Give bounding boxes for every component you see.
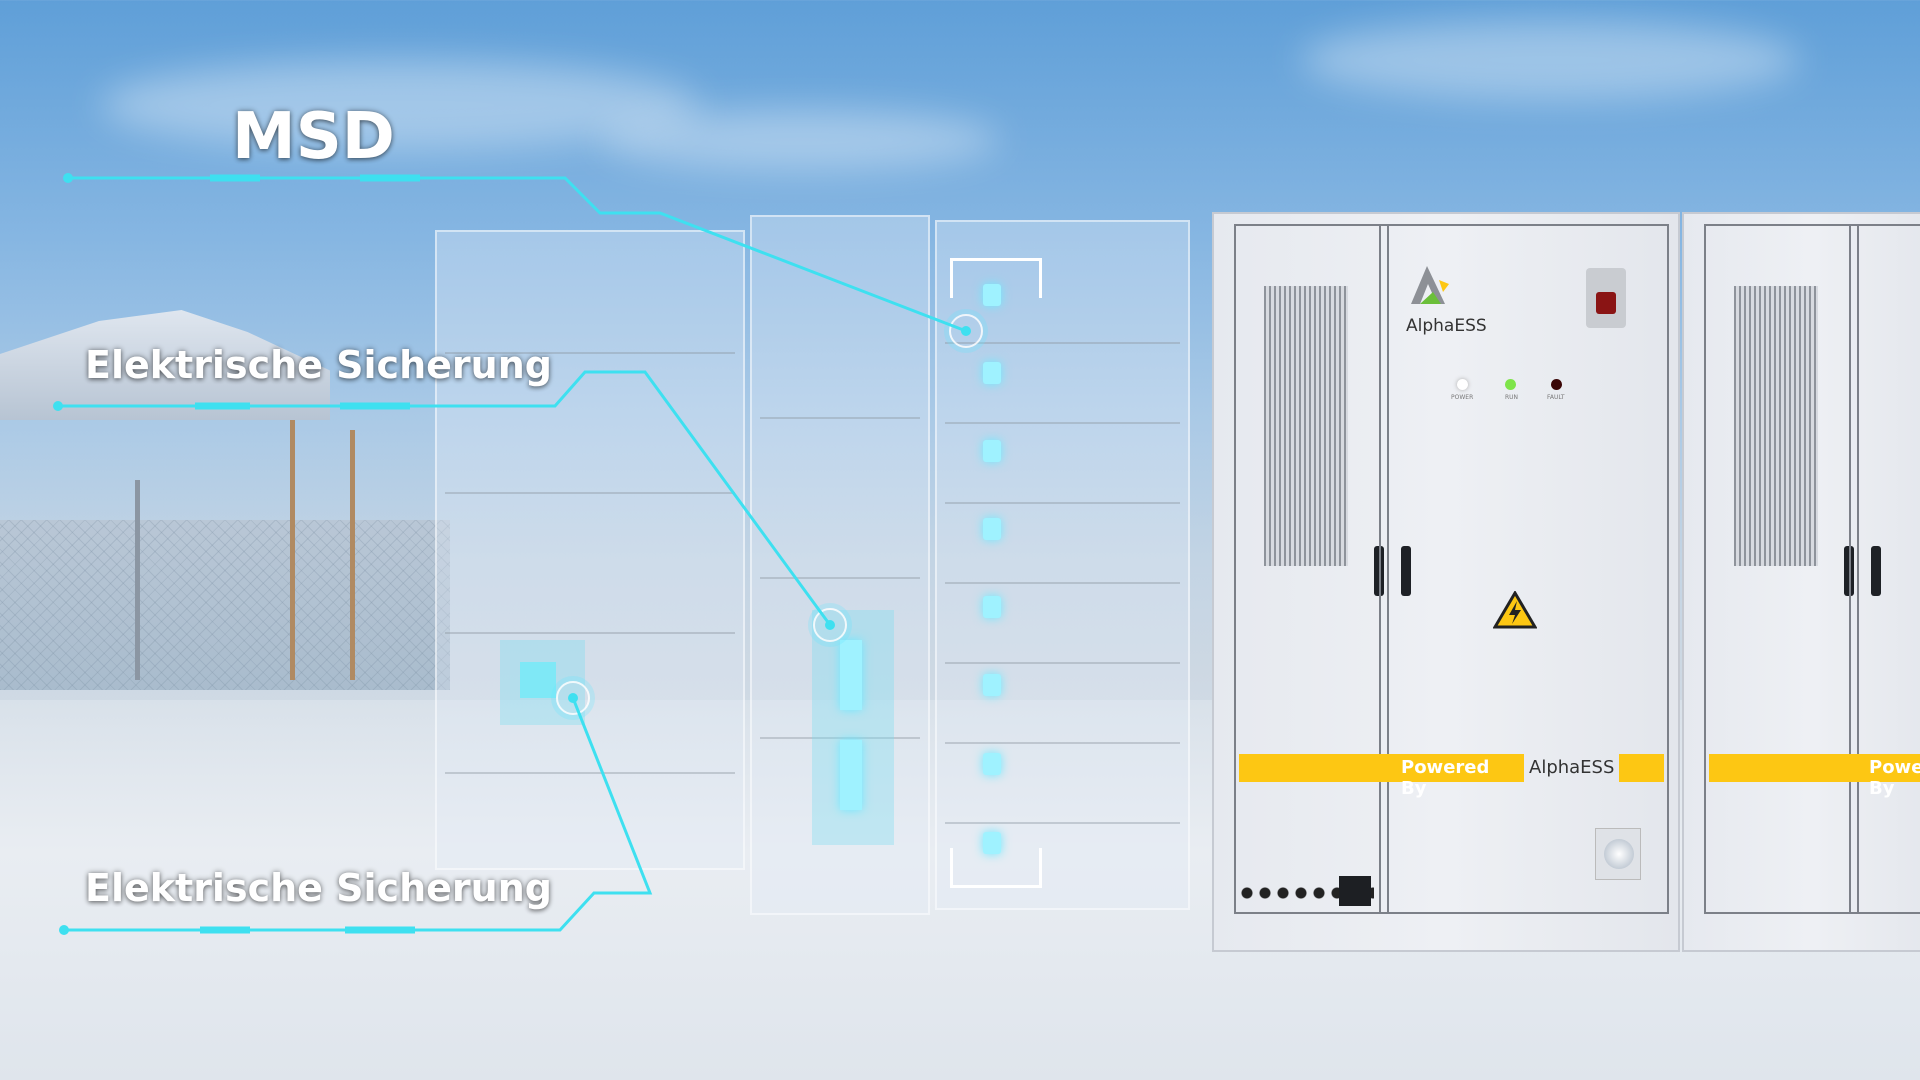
fault-led	[1551, 379, 1562, 390]
background-fence	[0, 520, 450, 690]
alphaess-logo-icon	[1411, 266, 1451, 306]
brand-logo-text: AlphaESS	[1406, 316, 1487, 336]
callout-label-fuse-2: Elektrische Sicherung	[85, 866, 552, 910]
emergency-stop-button[interactable]	[1586, 268, 1626, 328]
run-led	[1505, 379, 1516, 390]
fuse-highlight-middle	[812, 610, 894, 845]
battery-cabinet: AlphaESS POWER RUN FAULT Powered By Alph…	[1212, 212, 1680, 952]
cabinet-door-main[interactable]: AlphaESS POWER RUN FAULT	[1379, 224, 1669, 914]
powered-by-stripe: Powered By	[1389, 754, 1524, 799]
ghost-rack-left	[435, 230, 745, 870]
air-vent-icon	[1595, 828, 1641, 880]
callout-label-fuse-1: Elektrische Sicherung	[85, 343, 552, 387]
power-led	[1457, 379, 1468, 390]
callout-label-msd: MSD	[232, 100, 395, 174]
stripe-brand-text: AlphaESS	[1529, 757, 1615, 778]
powered-by-stripe-2: Powered By	[1709, 754, 1920, 799]
battery-cabinet-2: Powered By	[1682, 212, 1920, 952]
cabinet-door-left[interactable]	[1234, 224, 1389, 914]
high-voltage-warning-icon	[1492, 590, 1538, 633]
